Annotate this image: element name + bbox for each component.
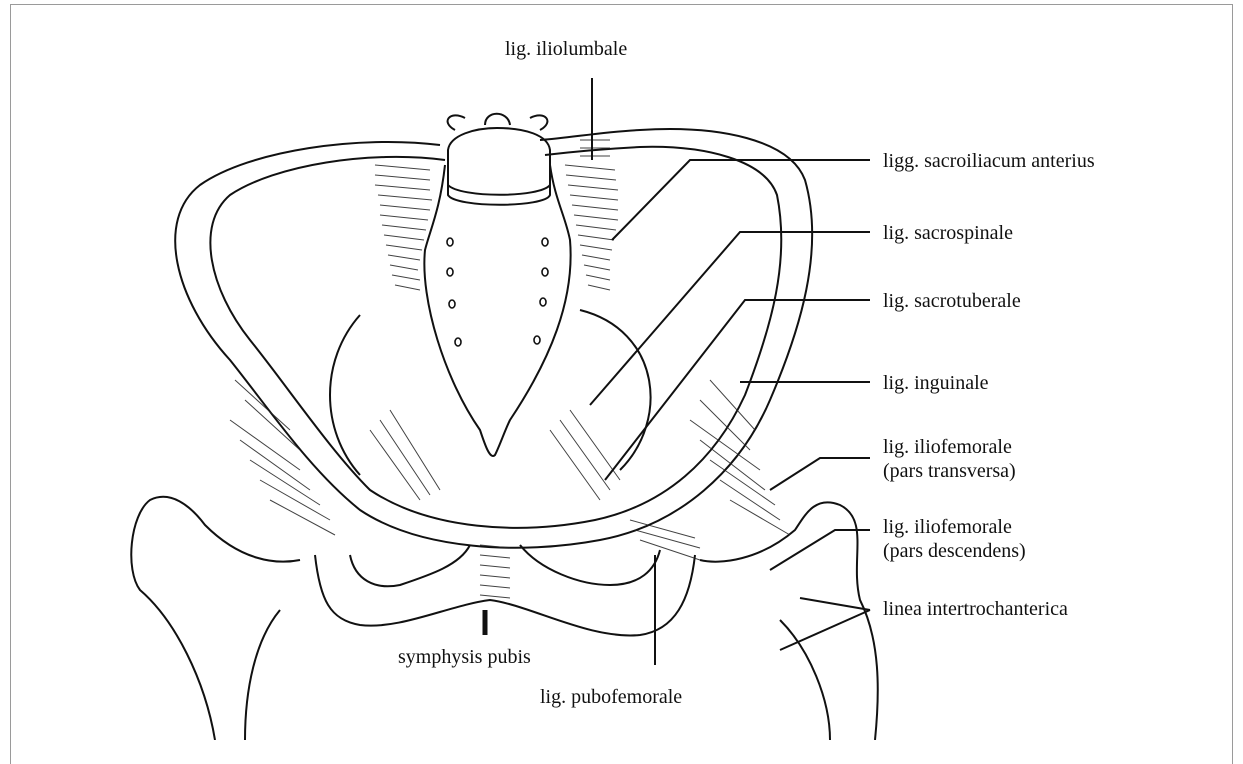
label-lig-inguinale: lig. inguinale: [883, 372, 989, 394]
sacral-foramina: [447, 238, 548, 346]
transverse-right: [530, 115, 547, 130]
label-linea-intertrochanterica: linea intertrochanterica: [883, 598, 1068, 620]
spinous: [485, 114, 510, 125]
label-symphysis-pubis: symphysis pubis: [398, 646, 531, 668]
obturator-right: [520, 545, 660, 585]
iliac-outer: [175, 129, 812, 548]
right-femur: [700, 502, 878, 740]
label-lig-iliolumbale: lig. iliolumbale: [505, 38, 627, 60]
label-lig-iliofemorale-transversa: lig. iliofemorale: [883, 436, 1012, 458]
left-femur-inner: [245, 610, 280, 740]
vertebra-disc: [448, 185, 550, 195]
label-lig-sacrotuberale: lig. sacrotuberale: [883, 290, 1021, 312]
ligament-hatching: [230, 140, 790, 598]
sacrum: [424, 165, 570, 456]
label-lig-pubofemorale: lig. pubofemorale: [540, 686, 682, 708]
transverse-left: [448, 115, 465, 130]
label-lig-sacrospinale: lig. sacrospinale: [883, 222, 1013, 244]
label-pars-transversa: (pars transversa): [883, 460, 1016, 482]
label-lig-iliofemorale-descendens: lig. iliofemorale: [883, 516, 1012, 538]
leader-lines: [485, 78, 870, 665]
vertebra-body: [448, 128, 550, 205]
pelvic-outlet-right: [580, 310, 651, 470]
label-ligg-sacroiliacum-anterius: ligg. sacroiliacum anterius: [883, 150, 1095, 172]
pelvis-illustration: [0, 0, 1243, 740]
obturator-left: [350, 545, 470, 586]
label-pars-descendens: (pars descendens): [883, 540, 1026, 562]
